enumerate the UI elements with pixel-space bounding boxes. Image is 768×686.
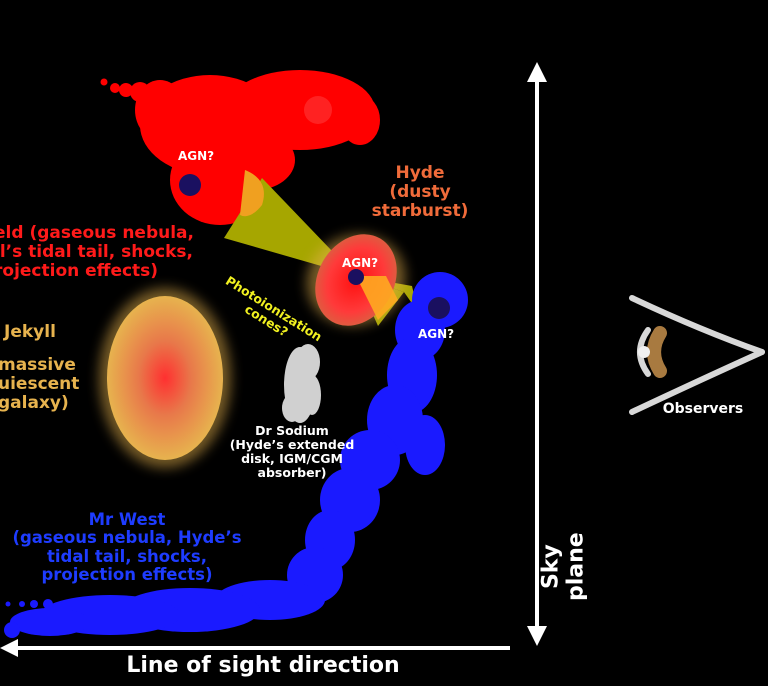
dr-sodium-label: Dr Sodium (Hyde’s extended disk, IGM/CGM… xyxy=(229,423,355,480)
hyde-label: Hyde (dusty starburst) xyxy=(371,163,469,222)
line-of-sight-label: Line of sight direction xyxy=(126,653,400,678)
mr-field-nebula xyxy=(100,70,380,225)
agn-dot-mid xyxy=(348,269,364,285)
agn-dot-top xyxy=(179,174,201,196)
agn-dot-right xyxy=(428,297,450,319)
mr-west-label: Mr West (gaseous nebula, Hyde’s tidal ta… xyxy=(12,510,242,585)
line-of-sight-arrow xyxy=(0,639,510,657)
jekyll-name-label: Jekyll xyxy=(4,322,56,342)
agn-label-mid: AGN? xyxy=(342,256,379,270)
mr-field-label: eld (gaseous nebula, ll’s tidal tail, sh… xyxy=(0,223,194,282)
jekyll-galaxy xyxy=(99,288,231,468)
observers-label: Observers xyxy=(662,401,744,417)
jekyll-desc-label: massive uiescent galaxy) xyxy=(0,355,80,414)
sky-plane-arrow xyxy=(527,62,547,646)
sky-plane-label: Sky plane xyxy=(538,532,588,601)
mr-west-nebula xyxy=(4,272,468,638)
dr-sodium-cloud xyxy=(282,344,321,423)
agn-label-top: AGN? xyxy=(178,149,215,163)
observer-eye-icon xyxy=(629,295,765,415)
agn-label-right: AGN? xyxy=(418,327,455,341)
